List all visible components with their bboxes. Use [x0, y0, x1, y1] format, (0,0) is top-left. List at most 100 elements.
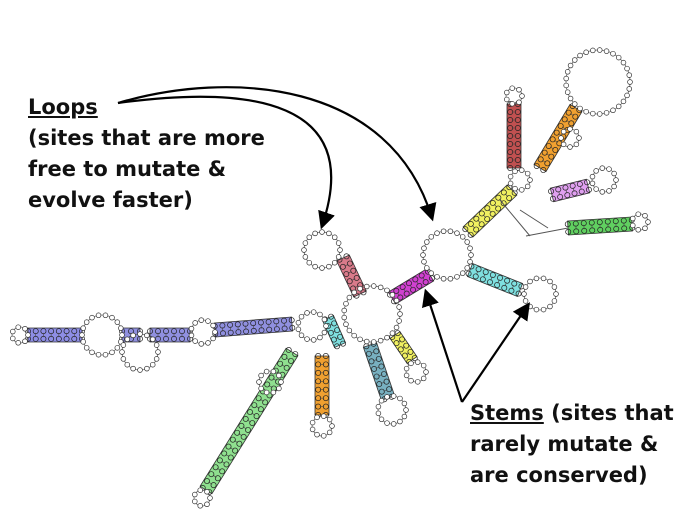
- stem-orange-up-pair: [550, 146, 554, 150]
- stem-cyan-right-base: [465, 270, 472, 277]
- loop-cyan-terminal-base: [551, 284, 558, 290]
- stem-cyan-right-pair: [511, 285, 514, 290]
- stem-teal-pair: [380, 381, 385, 384]
- loop-central-multi-base: [384, 287, 390, 294]
- stem-rose-base: [343, 253, 350, 260]
- stem-orange-up-base: [533, 163, 540, 169]
- loop-big-top-right-base: [610, 50, 616, 57]
- stem-yellow-up-base: [484, 205, 491, 212]
- loop-terminal-left-base: [22, 325, 28, 332]
- stem-yellow-small-pair: [393, 333, 397, 337]
- loop-interior-left-2-base: [155, 349, 161, 355]
- stem-cyan-right-base: [511, 280, 518, 287]
- stem-yellow-small-base: [393, 340, 400, 347]
- stem-cyan-right-base: [508, 287, 515, 294]
- stem-green-base: [292, 351, 299, 357]
- loop-big-top-right-base: [577, 105, 583, 112]
- stem-yellow-small-base: [399, 336, 405, 343]
- stem-green-pair: [234, 440, 239, 444]
- stem-yellow-up-base: [495, 205, 502, 212]
- stem-teal-base: [378, 363, 385, 370]
- stem-cyan-small-base: [340, 340, 346, 347]
- stem-orange-up-base: [537, 156, 544, 163]
- stem-yellow-up-base: [495, 194, 502, 201]
- stems-desc-line3: are conserved): [470, 463, 648, 487]
- stem-rose-pair: [354, 285, 359, 288]
- stems-label: Stems (sites that rarely mutate & are co…: [470, 398, 680, 491]
- stem-yellow-up-base: [484, 216, 491, 222]
- loop-orange-bulge-base: [573, 128, 580, 135]
- loop-upper-multi-base: [428, 234, 435, 240]
- stem-green-pair: [272, 378, 277, 381]
- stem-orange-up: [533, 103, 583, 173]
- loop-orange-bulge-base: [576, 135, 582, 141]
- loop-terminal-left-base: [10, 328, 16, 335]
- loop-green-terminal-base: [204, 488, 210, 495]
- stem-lavender-base: [562, 184, 569, 191]
- loop-interior-left-3-base: [192, 320, 198, 326]
- stem-yellow-up-pair: [510, 188, 514, 192]
- stem-orange-up-base: [568, 120, 575, 127]
- loop-junction-left-base: [298, 313, 305, 320]
- stem-yellow-up-base: [467, 231, 474, 238]
- stem-teal-pair: [373, 359, 378, 362]
- stem-green-pair: [225, 454, 230, 457]
- stem-lavender-base: [576, 181, 583, 188]
- loop-teal-terminal-base: [397, 418, 403, 425]
- loop-upper-multi-base: [424, 239, 430, 245]
- stem-rose-base: [346, 278, 353, 285]
- loop-teal-terminal-base: [378, 397, 385, 404]
- stem-rose: [336, 253, 367, 299]
- loops-group: [10, 47, 651, 509]
- loop-central-multi-base: [343, 300, 349, 307]
- loop-cyan-terminal-base: [553, 291, 559, 297]
- loop-orange-terminal-base: [309, 426, 316, 433]
- loop-teal-terminal-base: [375, 403, 382, 410]
- stem-yellow-up-base: [506, 195, 513, 201]
- stem-lavender-base: [549, 195, 556, 202]
- stem-cyan-right-base: [501, 284, 508, 291]
- loop-interior-left-3-base: [210, 335, 216, 342]
- stem-magenta-base: [410, 286, 416, 293]
- stem-orange-up-pair: [562, 126, 566, 130]
- stem-green-base: [214, 475, 221, 482]
- loop-yellow-terminal-base: [403, 365, 410, 372]
- loop-interior-left-2-base: [153, 356, 160, 362]
- stem-cyan-right: [465, 262, 525, 298]
- loop-yellow-terminal: [403, 359, 429, 385]
- loop-junction-left-base: [310, 337, 317, 343]
- stem-green-base: [257, 406, 264, 413]
- loop-upper-multi-base: [464, 265, 470, 271]
- stem-red: [506, 101, 522, 171]
- loop-yellow-terminal-base: [414, 379, 421, 385]
- stem-orange-up-pair: [554, 139, 558, 143]
- loop-orange-bulge-base: [567, 126, 573, 132]
- stem-lavender-base: [555, 186, 562, 193]
- loop-junction-left-base: [295, 319, 302, 326]
- stem-purple-left-body: [27, 327, 83, 343]
- loop-teal-terminal-base: [375, 410, 382, 417]
- loop-big-top-right-base: [577, 52, 583, 59]
- loop-lavender-terminal-base: [606, 188, 612, 194]
- stems-desc-line1: (sites that: [543, 401, 674, 425]
- stem-green-base: [264, 381, 271, 388]
- loop-central-multi-base: [371, 283, 377, 289]
- stem-teal-base: [386, 386, 393, 393]
- stem-magenta-pair: [415, 280, 419, 285]
- stem-green-pair: [242, 426, 247, 430]
- stem-orange-up-pair: [538, 166, 542, 170]
- stem-cyan-right-pair: [497, 279, 500, 284]
- loop-cyan-terminal-base: [521, 291, 527, 297]
- loop-interior-left-3-base: [198, 341, 205, 347]
- loop-big-top-right-base: [590, 47, 596, 54]
- loop-junction-left: [295, 309, 329, 343]
- loop-central-multi-base: [377, 337, 384, 344]
- stem-green-base: [253, 413, 260, 420]
- loop-lavender-terminal-base: [593, 186, 599, 192]
- stem-cyan-right-base: [515, 290, 522, 297]
- stem-magenta-pair: [422, 276, 426, 281]
- stem-green-pair: [247, 419, 251, 423]
- stem-magenta-base: [399, 284, 406, 290]
- loop-green-right-terminal: [630, 211, 651, 233]
- loop-orange-terminal-base: [326, 416, 333, 423]
